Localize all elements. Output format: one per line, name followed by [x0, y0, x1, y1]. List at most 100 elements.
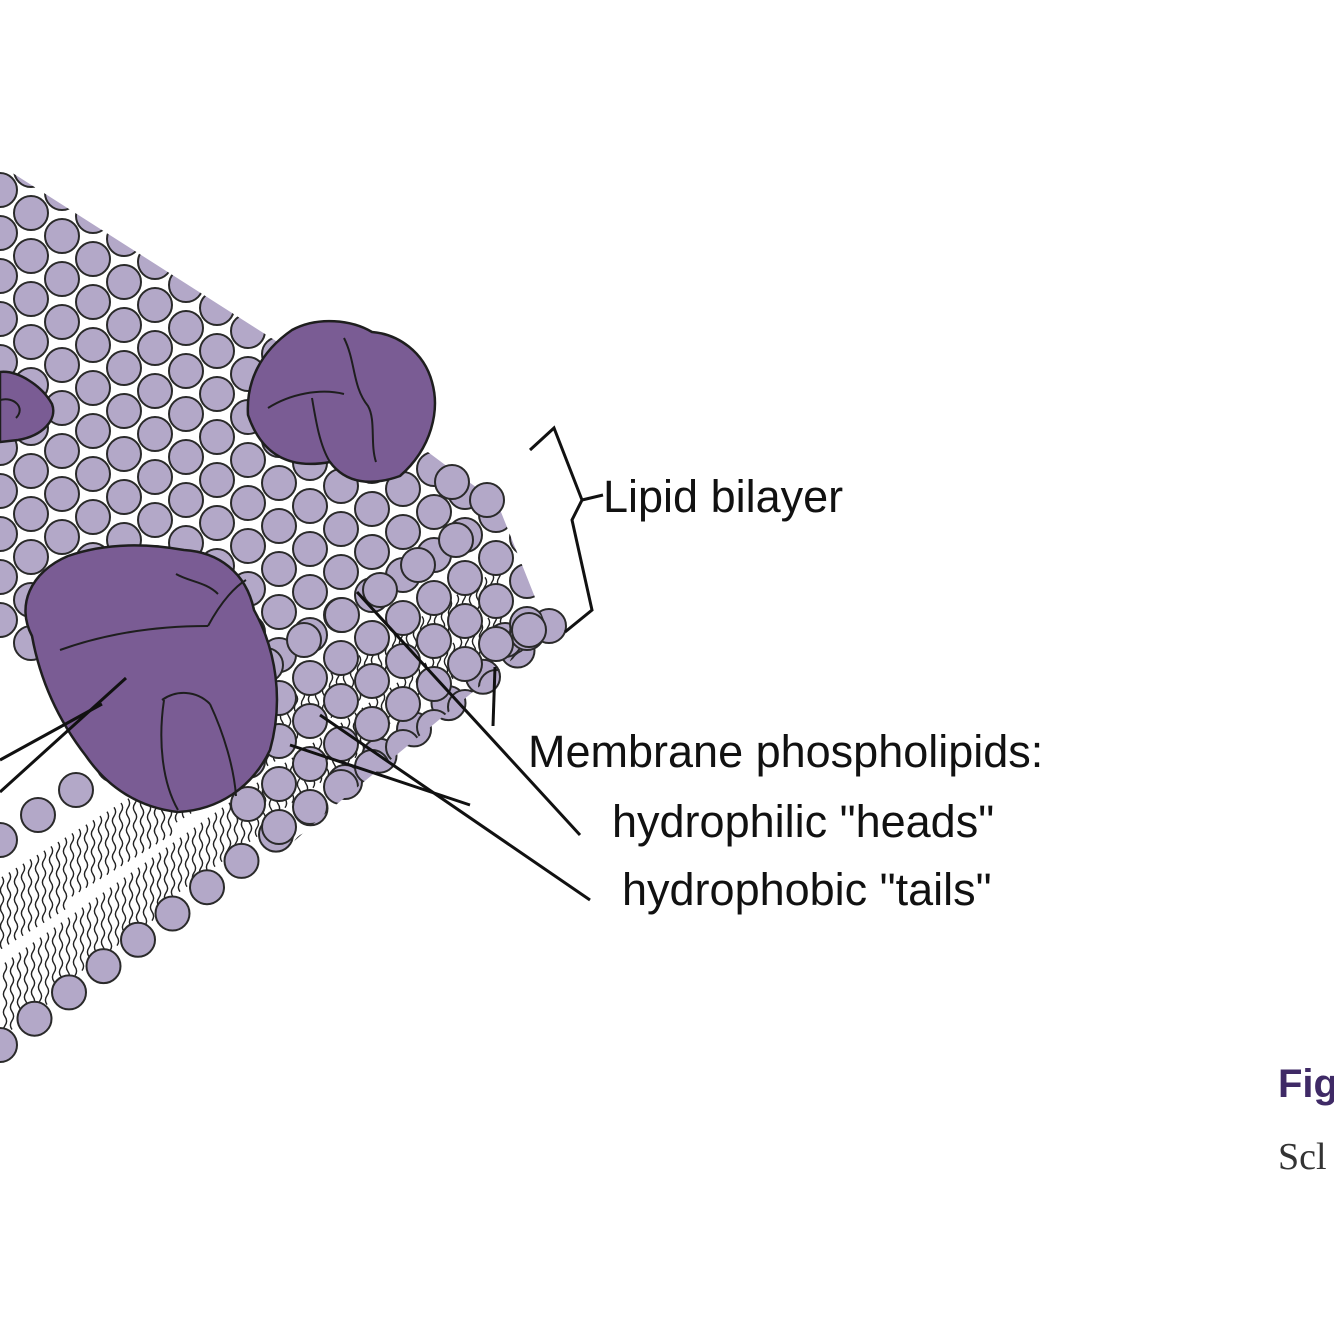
phospholipid-head	[292, 531, 328, 567]
phospholipid-head	[540, 371, 548, 407]
phospholipid-head	[137, 287, 173, 323]
phospholipid-head	[478, 325, 514, 361]
phospholipid-head	[385, 600, 421, 636]
phospholipid-head	[292, 832, 328, 868]
phospholipid-head	[230, 442, 266, 478]
phospholipid-head	[385, 815, 421, 851]
tail	[205, 817, 211, 873]
phospholipid-head	[75, 284, 111, 320]
tail	[55, 841, 61, 915]
phospholipid-head	[478, 282, 514, 318]
phospholipid-head	[44, 347, 80, 383]
phospholipid-head	[154, 895, 191, 932]
phospholipid-head	[385, 643, 421, 679]
phospholipid-head	[509, 348, 545, 384]
phospholipid-head	[0, 1027, 18, 1063]
phospholipid-head	[416, 494, 452, 530]
phospholipid-head	[478, 368, 514, 404]
phospholipid-head	[469, 482, 505, 518]
phospholipid-head	[385, 213, 421, 249]
tail	[27, 858, 33, 932]
phospholipid-head	[199, 247, 235, 283]
phospholipid-head	[75, 370, 111, 406]
phospholipid-head	[13, 453, 49, 489]
phospholipid-head	[400, 547, 436, 583]
phospholipid-head	[447, 345, 483, 381]
phospholipid-head	[447, 732, 483, 768]
phospholipid-head	[324, 597, 360, 633]
phospholipid-head	[540, 500, 548, 536]
phospholipid-head	[292, 660, 328, 696]
leader-heads-line	[355, 590, 582, 837]
tail	[125, 798, 131, 863]
phospholipid-head	[323, 511, 359, 547]
upper-head-layer	[0, 165, 548, 871]
phospholipid-head	[509, 305, 545, 341]
tail	[48, 845, 54, 919]
phospholipid-head	[323, 726, 359, 762]
phospholipid-head	[13, 324, 49, 360]
phospholipid-head	[416, 193, 452, 229]
phospholipid-head	[438, 522, 474, 558]
membrane-protein-top	[246, 319, 437, 483]
phospholipid-head	[323, 769, 359, 805]
phospholipid-head	[509, 477, 545, 513]
phospholipid-head	[13, 238, 49, 274]
phospholipid-head	[385, 514, 421, 550]
phospholipid-head	[540, 242, 548, 278]
phospholipid-head	[0, 258, 18, 294]
phospholipid-head	[199, 462, 235, 498]
tail	[135, 867, 141, 932]
phospholipid-head	[385, 299, 421, 335]
phospholipid-head	[58, 772, 94, 808]
phospholipid-head	[261, 594, 297, 630]
phospholipid-head	[540, 328, 548, 364]
phospholipid-head	[51, 974, 87, 1011]
label-lipid-bilayer: Lipid bilayer	[603, 471, 844, 522]
phospholipid-head	[261, 293, 297, 329]
tail	[9, 957, 15, 1030]
phospholipid-head	[354, 276, 390, 312]
label-hydrophilic-heads: hydrophilic "heads"	[612, 796, 995, 847]
tail	[97, 815, 103, 880]
phospholipid-head	[416, 236, 452, 272]
phospholipid-head	[106, 350, 142, 386]
phospholipid-head	[286, 622, 322, 658]
phospholipid-head	[137, 244, 173, 280]
leader-tails-line-a	[319, 713, 591, 902]
phospholipid-head	[0, 473, 18, 509]
phospholipid-head	[137, 502, 173, 538]
phospholipid-head	[106, 436, 142, 472]
phospholipid-head	[385, 256, 421, 292]
phospholipid-head	[168, 267, 204, 303]
tail	[198, 822, 204, 878]
phospholipid-head	[323, 253, 359, 289]
phospholipid-head	[292, 488, 328, 524]
phospholipid-head	[106, 165, 142, 171]
phospholipid-head	[509, 520, 545, 556]
phospholipid-head	[385, 170, 421, 206]
phospholipid-head	[106, 178, 142, 214]
tail	[13, 867, 19, 941]
tail	[41, 850, 47, 924]
phospholipid-head	[354, 663, 390, 699]
phospholipid-head	[447, 560, 483, 596]
phospholipid-head	[261, 465, 297, 501]
label-hydrophobic-tails: hydrophobic "tails"	[622, 864, 992, 915]
tail	[37, 937, 43, 1011]
phospholipid-head	[75, 499, 111, 535]
phospholipid-head	[199, 333, 235, 369]
bracket-tick	[581, 493, 604, 502]
phospholipid-head	[354, 233, 390, 269]
phospholipid-head	[137, 330, 173, 366]
phospholipid-head	[478, 583, 514, 619]
phospholipid-head	[137, 416, 173, 452]
phospholipid-head	[447, 431, 483, 467]
membrane-protein-small-left	[0, 370, 55, 444]
phospholipid-head	[292, 703, 328, 739]
phospholipid-head	[354, 491, 390, 527]
tail	[79, 907, 85, 972]
phospholipid-head	[75, 241, 111, 277]
tail	[191, 827, 197, 883]
phospholipid-head	[106, 264, 142, 300]
